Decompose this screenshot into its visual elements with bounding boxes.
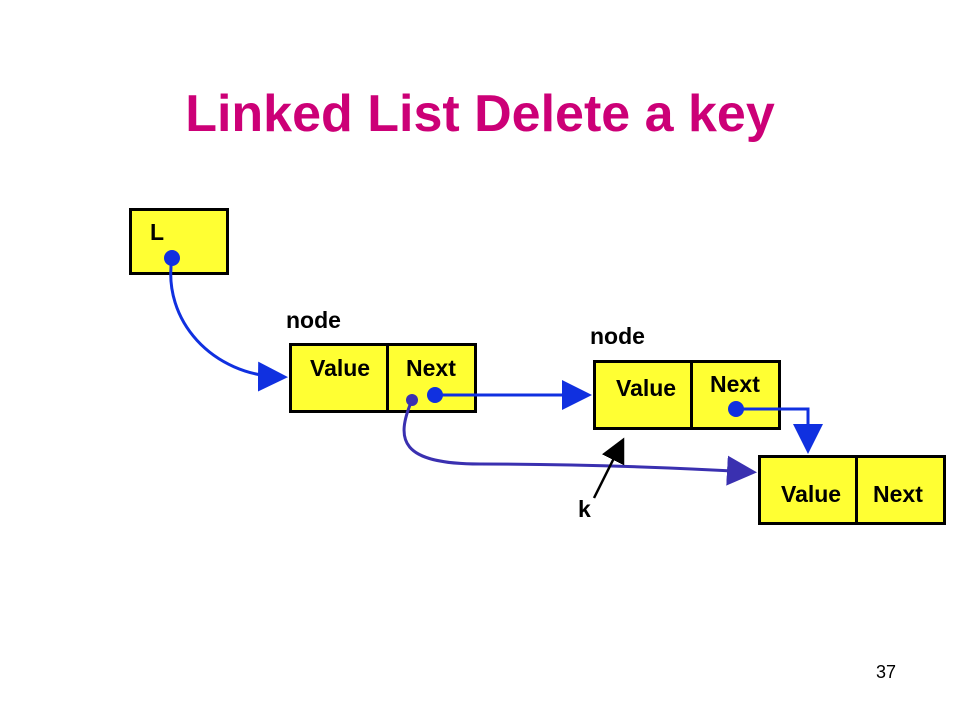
pointer-k-label: k [578,496,591,522]
head-pointer-box: L [129,208,229,275]
node-1-caption: node [286,307,341,333]
node-2-next-arrow [736,407,823,454]
node-3-divider [855,458,858,522]
slide-title: Linked List Delete a key [185,85,775,143]
node-1-value-label: Value [310,355,371,381]
node-2-caption: node [590,323,645,349]
head-pointer-label: L [150,219,165,245]
node-3-value-label: Value [781,481,842,507]
bypass-dot [406,394,418,406]
node-2-divider [690,363,693,427]
node-1: Value Next [289,343,477,413]
bypass-arrow [402,399,757,486]
head-pointer-arrow [169,257,288,392]
head-pointer-dot [164,250,180,266]
node-1-next-label: Next [406,355,456,381]
node-3: Value Next [758,455,946,525]
node-2: Value Next [593,360,781,430]
node-1-divider [386,346,389,410]
node-2-value-label: Value [616,375,677,401]
node-3-next-label: Next [873,481,923,507]
page-number: 37 [876,662,897,682]
node-2-next-label: Next [710,371,760,397]
pointer-k-arrow [592,437,625,499]
node-1-next-dot [427,387,443,403]
node-2-next-dot [728,401,744,417]
